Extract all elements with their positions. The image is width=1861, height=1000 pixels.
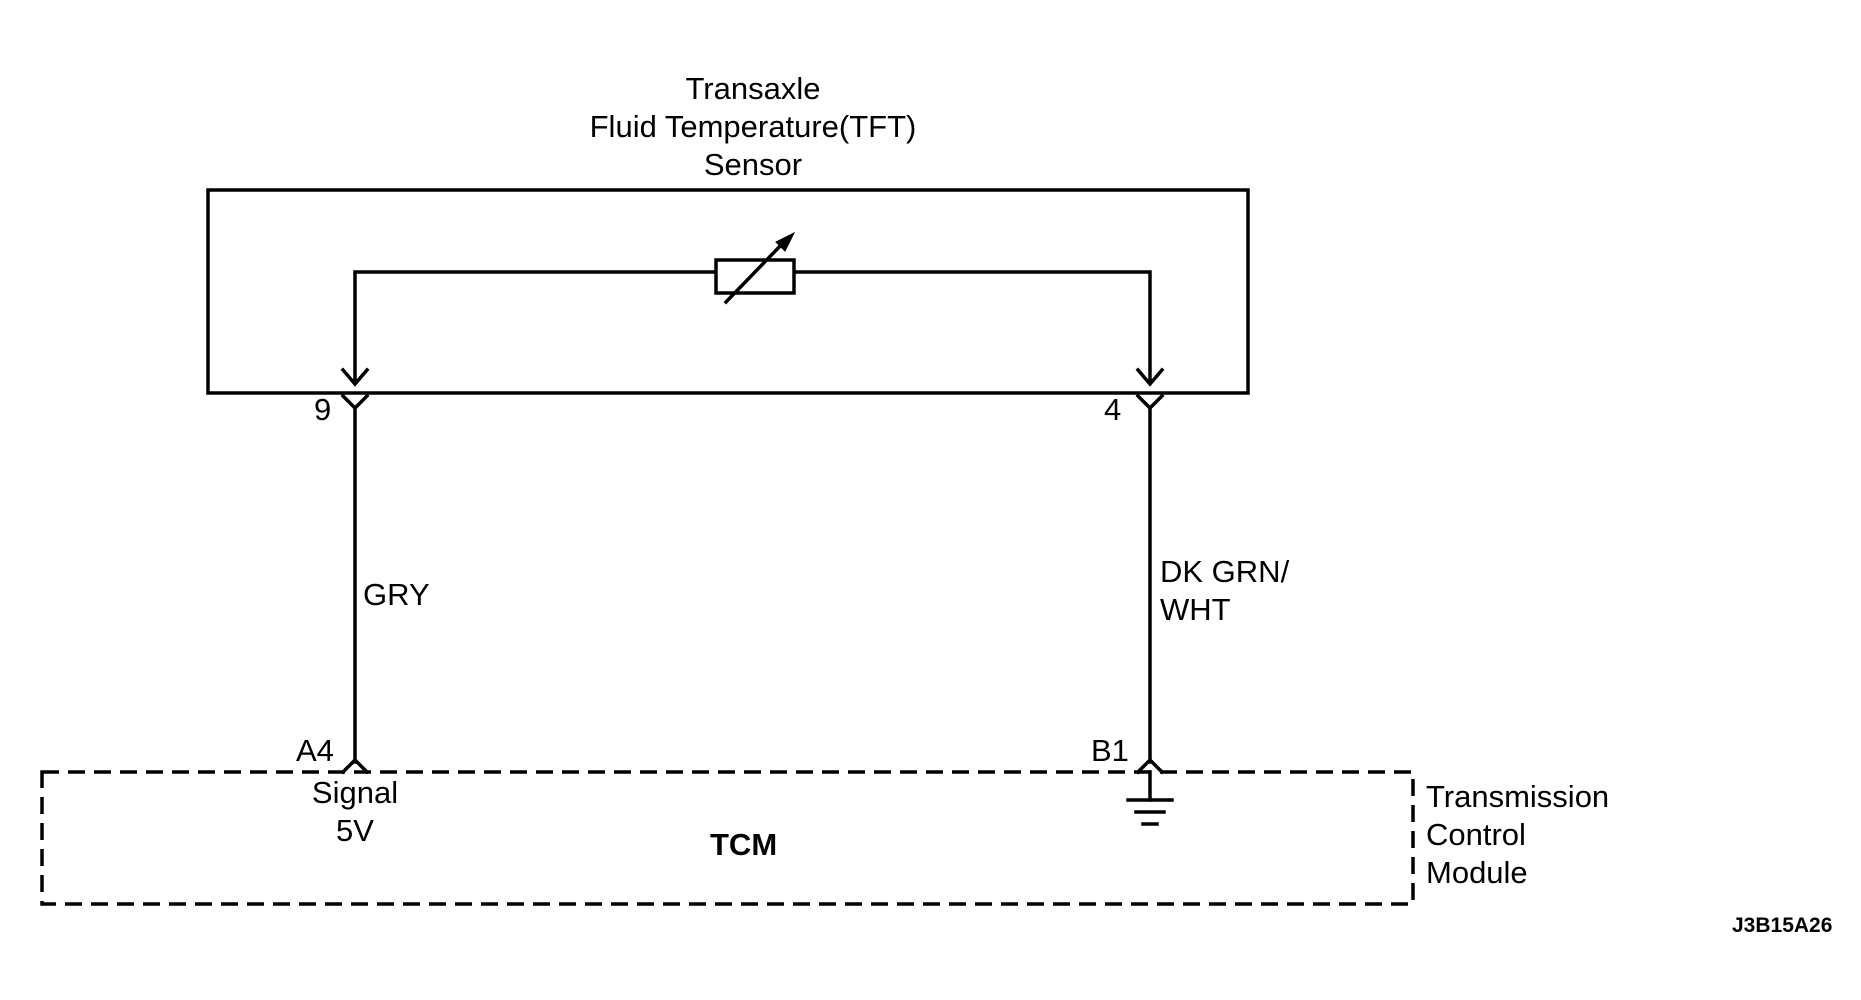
wire-color-label-left: GRY [363, 577, 430, 612]
wire-color-line: WHT [1160, 592, 1231, 627]
signal-label-line: Signal [311, 775, 399, 810]
tcm-pin-a4: A4 [296, 733, 334, 768]
tcm-label: TCM [710, 827, 778, 862]
sensor-pin-4: 4 [1104, 392, 1122, 427]
sensor-housing [206, 188, 1250, 395]
ground-icon [1126, 770, 1174, 826]
sensor-internal-wire-right [792, 270, 1152, 384]
tcm-name-line: Module [1426, 855, 1528, 890]
tcm-pin-b1: B1 [1091, 733, 1129, 768]
signal-label-line: 5V [336, 813, 374, 848]
sensor-title-line: Sensor [703, 147, 803, 182]
tcm-module-outline [40, 770, 1415, 906]
connector-terminal-icon [1135, 757, 1165, 775]
sensor-title-line: Fluid Temperature(TFT) [589, 109, 917, 144]
sensor-title-line: Transaxle [685, 71, 821, 106]
tcm-name-line: Transmission [1426, 779, 1610, 814]
sensor-pin-9: 9 [314, 392, 332, 427]
tcm-name-line: Control [1426, 817, 1526, 852]
thermistor-icon [714, 239, 796, 305]
figure-code: J3B15A26 [1732, 914, 1833, 937]
signal-label: Signal 5V [288, 774, 422, 850]
wire-color-label-right: DK GRN/ WHT [1160, 553, 1289, 629]
wire-color-line: DK GRN/ [1160, 554, 1290, 589]
sensor-internal-wire-left [353, 270, 718, 384]
sensor-title: Transaxle Fluid Temperature(TFT) Sensor [478, 70, 1028, 184]
tcm-name: Transmission Control Module [1426, 778, 1609, 892]
arrow-down-icon [340, 367, 370, 387]
connector-terminal-icon [340, 757, 370, 775]
arrow-down-icon [1135, 367, 1165, 387]
connector-terminal-icon [340, 393, 370, 411]
connector-terminal-icon [1135, 393, 1165, 411]
thermistor-arrow-icon [775, 231, 796, 252]
